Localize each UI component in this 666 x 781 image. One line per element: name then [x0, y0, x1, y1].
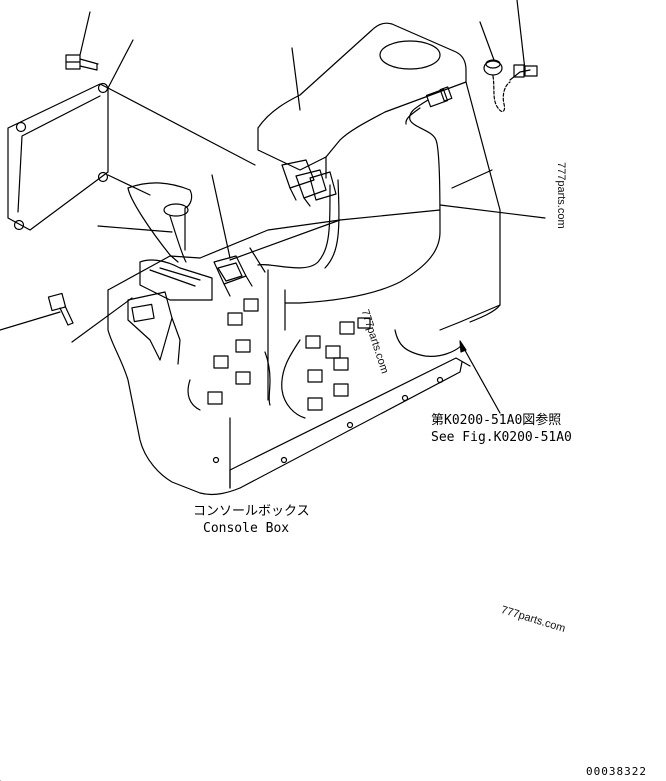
cap-plug [484, 60, 537, 111]
bolt-upper-left [66, 55, 98, 70]
drawing-number: 00038322 [586, 765, 647, 778]
lever-bracket [128, 292, 180, 364]
component-label-en: Console Box [203, 521, 290, 536]
switch-block-upper [282, 160, 336, 206]
wiring-harness [188, 100, 462, 418]
console-box-body [108, 210, 500, 494]
reference-label-jp: 第K0200-51A0図参照 [431, 413, 562, 428]
component-label-jp: コンソールボックス [193, 504, 310, 519]
bracket-plate [8, 84, 255, 231]
console-rear-tower [258, 23, 500, 322]
shift-lever [128, 183, 212, 300]
lever-switch [214, 256, 252, 296]
relay-blocks [208, 299, 370, 410]
wire-connector [426, 87, 451, 107]
reference-label-en: See Fig.K0200-51A0 [431, 430, 572, 445]
watermark-right: 777parts.com [555, 162, 567, 229]
reference-arrow [460, 341, 500, 413]
bolt-lower-left [48, 293, 73, 325]
